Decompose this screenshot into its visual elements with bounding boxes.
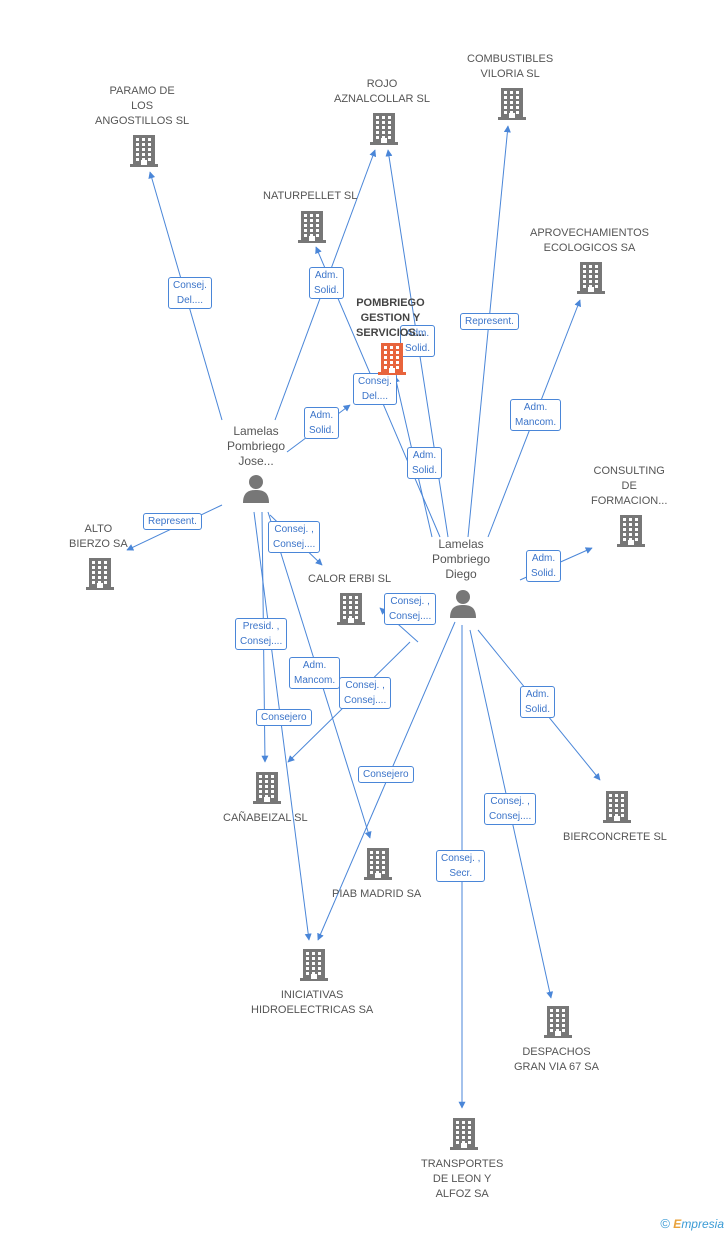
person-name[interactable]: Lamelas Pombriego Diego xyxy=(432,537,491,581)
building-icon[interactable] xyxy=(85,556,115,595)
building-icon[interactable] xyxy=(369,111,399,150)
company-name[interactable]: POMBRIEGO GESTION Y SERVICIOS... xyxy=(356,297,425,339)
company-name[interactable]: BIERCONCRETE SL xyxy=(563,831,667,843)
building-icon[interactable] xyxy=(297,209,327,248)
company-name[interactable]: INICIATIVAS HIDROELECTRICAS SA xyxy=(251,989,374,1016)
company-name[interactable]: ROJO AZNALCOLLAR SL xyxy=(334,78,430,105)
relation-label[interactable]: Consej. , Consej.... xyxy=(484,793,537,825)
relation-label[interactable]: Adm. Solid. xyxy=(407,447,443,479)
relation-label[interactable]: Consej. Del.... xyxy=(168,277,212,309)
person-icon[interactable] xyxy=(448,588,478,623)
relation-label[interactable]: Presid. , Consej.... xyxy=(235,618,288,650)
relation-label[interactable]: Consej. , Consej.... xyxy=(384,593,437,625)
relation-label[interactable]: Represent. xyxy=(143,513,202,530)
company-name[interactable]: CAÑABEIZAL SL xyxy=(223,812,308,824)
building-icon[interactable] xyxy=(497,86,527,125)
company-name[interactable]: APROVECHAMIENTOS ECOLOGICOS SA xyxy=(530,227,649,254)
company-name[interactable]: PIAB MADRID SA xyxy=(332,888,422,900)
building-icon[interactable] xyxy=(616,513,646,552)
company-name[interactable]: CONSULTING DE FORMACION... xyxy=(591,465,668,507)
brand-logo-text: mpresia xyxy=(681,1217,724,1231)
building-icon[interactable] xyxy=(576,260,606,299)
company-name[interactable]: TRANSPORTES DE LEON Y ALFOZ SA xyxy=(421,1158,504,1200)
building-icon[interactable] xyxy=(377,341,407,380)
relation-label[interactable]: Adm. Solid. xyxy=(520,686,556,718)
relation-label[interactable]: Consej. Del.... xyxy=(353,373,397,405)
building-icon[interactable] xyxy=(543,1004,573,1043)
building-icon[interactable] xyxy=(129,133,159,172)
relation-edge-jose-iniciativas xyxy=(253,511,312,941)
building-icon[interactable] xyxy=(602,789,632,828)
relation-label[interactable]: Adm. Solid. xyxy=(526,550,562,582)
company-name[interactable]: NATURPELLET SL xyxy=(263,190,358,202)
relation-label[interactable]: Consejero xyxy=(358,766,414,783)
brand-footer: © Empresia xyxy=(660,1216,724,1231)
relation-label[interactable]: Adm. Mancom. xyxy=(510,399,562,431)
relation-label[interactable]: Adm. Solid. xyxy=(309,267,345,299)
person-name[interactable]: Lamelas Pombriego Jose... xyxy=(227,424,286,468)
relation-label[interactable]: Consejero xyxy=(256,709,312,726)
relation-edge-diego-combustibles xyxy=(467,125,511,538)
relation-label[interactable]: Adm. Solid. xyxy=(400,325,436,357)
company-name[interactable]: CALOR ERBI SL xyxy=(308,573,392,585)
building-icon[interactable] xyxy=(299,947,329,986)
person-icon[interactable] xyxy=(241,473,271,508)
building-icon[interactable] xyxy=(252,770,282,809)
company-name[interactable]: DESPACHOS GRAN VIA 67 SA xyxy=(514,1046,599,1073)
company-name[interactable]: PARAMO DE LOS ANGOSTILLOS SL xyxy=(95,85,190,127)
copyright-symbol: © xyxy=(660,1216,670,1231)
relation-label[interactable]: Adm. Solid. xyxy=(304,407,340,439)
company-name[interactable]: ALTO BIERZO SA xyxy=(69,523,128,550)
relation-label[interactable]: Adm. Mancom. xyxy=(289,657,341,689)
building-icon[interactable] xyxy=(336,591,366,630)
relation-label[interactable]: Consej. , Consej.... xyxy=(268,521,321,553)
building-icon[interactable] xyxy=(449,1116,479,1155)
company-name[interactable]: COMBUSTIBLES VILORIA SL xyxy=(467,53,554,80)
brand-logo-initial: E xyxy=(673,1217,682,1231)
relation-label[interactable]: Consej. , Secr. xyxy=(436,850,486,882)
building-icon[interactable] xyxy=(363,846,393,885)
relation-label[interactable]: Consej. , Consej.... xyxy=(339,677,392,709)
relation-label[interactable]: Represent. xyxy=(460,313,519,330)
